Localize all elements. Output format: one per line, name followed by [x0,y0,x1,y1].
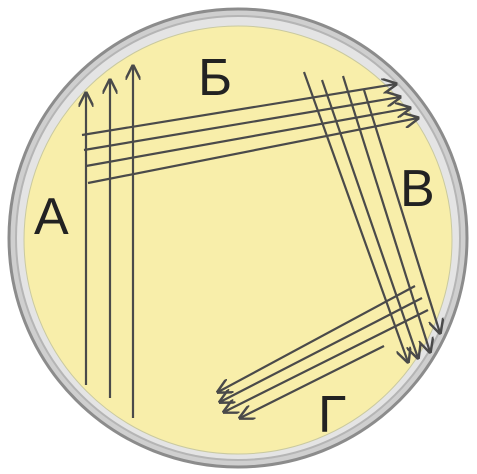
petri-dish [9,9,467,467]
sector-label-v: В [400,160,435,218]
sector-label-g: Г [318,386,346,444]
agar-medium [24,26,452,454]
sector-label-b: Б [198,49,232,107]
sector-label-a: А [34,188,69,246]
